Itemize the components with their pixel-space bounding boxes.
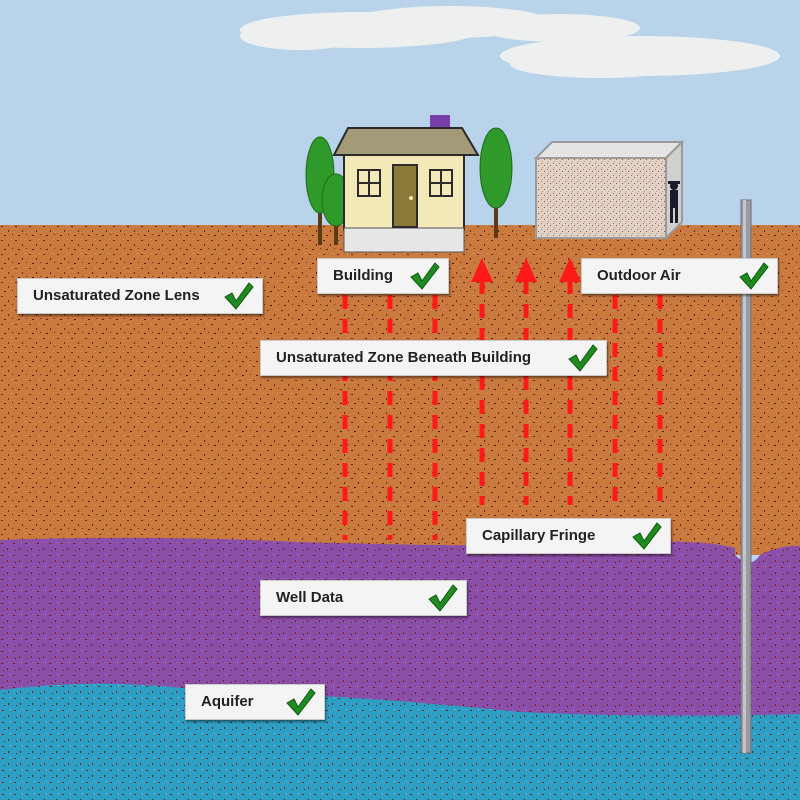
capillary-fringe-label: Capillary Fringe bbox=[482, 527, 596, 544]
aquifer-button[interactable]: Aquifer bbox=[185, 684, 325, 720]
person-icon bbox=[668, 181, 680, 223]
cloud bbox=[240, 6, 780, 78]
check-icon bbox=[284, 687, 316, 717]
house-icon[interactable] bbox=[332, 115, 480, 253]
unsaturated-zone-lens-button[interactable]: Unsaturated Zone Lens bbox=[17, 278, 263, 314]
well-pipe-icon[interactable] bbox=[740, 199, 752, 754]
check-icon bbox=[566, 343, 598, 373]
building-label: Building bbox=[333, 267, 393, 284]
tree-icon bbox=[479, 127, 513, 238]
check-icon bbox=[630, 521, 662, 551]
check-icon bbox=[426, 583, 458, 613]
vapor-arrow-up-icon bbox=[515, 258, 537, 505]
well-data-label: Well Data bbox=[276, 589, 344, 606]
check-icon bbox=[222, 281, 254, 311]
check-icon bbox=[737, 261, 769, 291]
outdoor-air-button[interactable]: Outdoor Air bbox=[581, 258, 778, 294]
outdoor-air-box[interactable] bbox=[533, 139, 685, 241]
unsaturated-zone-lens-label: Unsaturated Zone Lens bbox=[33, 287, 200, 304]
unsaturated-zone-beneath-building-button[interactable]: Unsaturated Zone Beneath Building bbox=[260, 340, 607, 376]
outdoor-air-label: Outdoor Air bbox=[597, 267, 681, 284]
unsaturated-zone-beneath-building-label: Unsaturated Zone Beneath Building bbox=[276, 349, 532, 366]
vapor-arrow-up-icon bbox=[471, 258, 493, 505]
building-button[interactable]: Building bbox=[317, 258, 449, 294]
vapor-arrow-up-icon bbox=[559, 258, 581, 505]
aquifer-label: Aquifer bbox=[201, 693, 254, 710]
well-data-button[interactable]: Well Data bbox=[260, 580, 467, 616]
capillary-fringe-button[interactable]: Capillary Fringe bbox=[466, 518, 671, 554]
vapor-migration-lines bbox=[342, 295, 663, 540]
check-icon bbox=[408, 261, 440, 291]
